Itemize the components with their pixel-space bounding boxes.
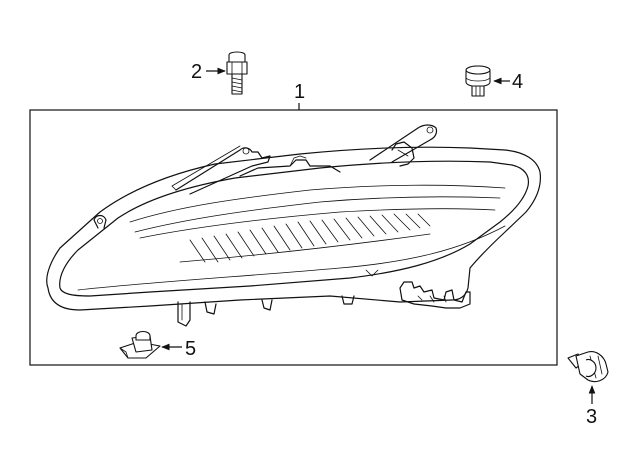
flange-bolt-icon <box>567 351 609 383</box>
headlamp-assembly-icon <box>46 124 541 327</box>
callout-1: 1 <box>294 81 305 103</box>
grommet-icon <box>465 65 491 97</box>
callout-4: 4 <box>512 71 523 93</box>
callout-3: 3 <box>586 406 597 428</box>
bolt-icon <box>226 51 248 95</box>
assembly-frame <box>29 109 558 366</box>
rear-connector <box>399 281 471 309</box>
callout-2: 2 <box>191 61 202 83</box>
clip-nut-icon <box>119 330 161 359</box>
callout-5: 5 <box>185 338 196 360</box>
led-fins <box>179 213 431 263</box>
